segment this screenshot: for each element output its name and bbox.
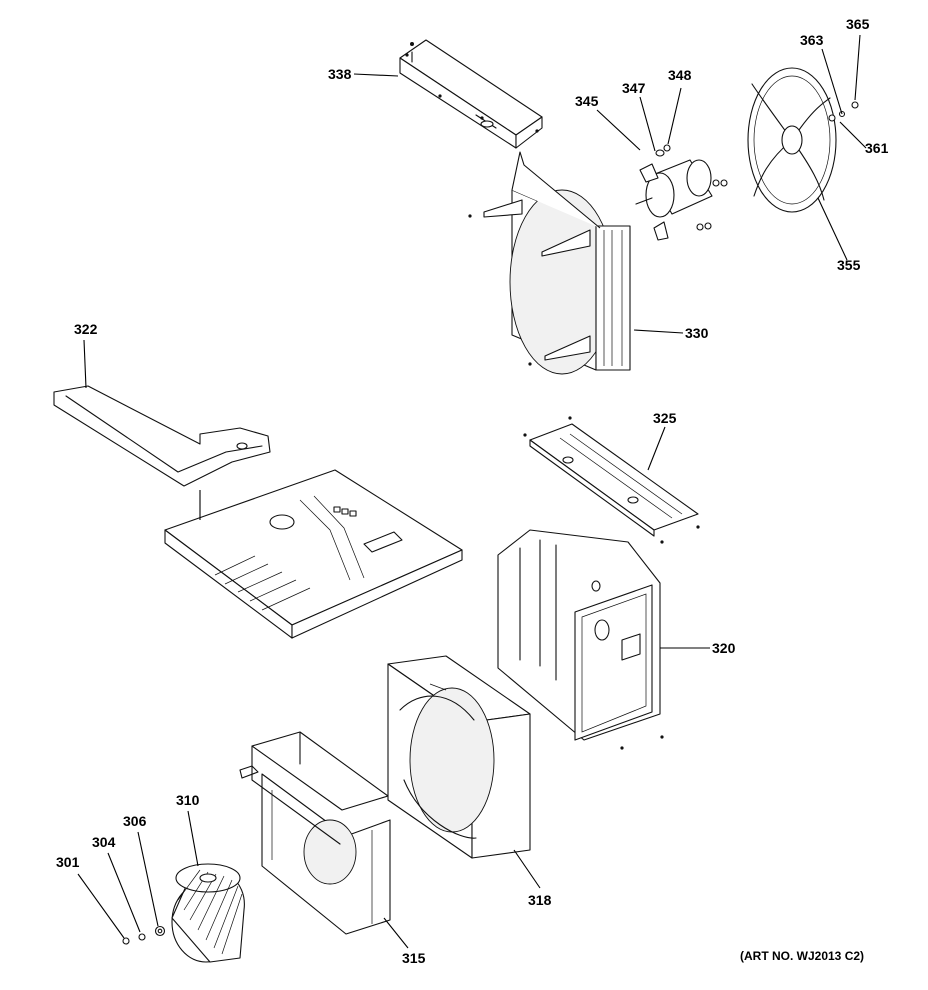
label-301: 301 [56,854,80,870]
part-355-fan [747,67,859,213]
label-338: 338 [328,66,352,82]
label-361: 361 [865,140,889,156]
part-320-control-box [497,529,664,750]
label-315: 315 [402,950,426,966]
label-345: 345 [575,93,599,109]
label-365: 365 [846,16,870,32]
part-330-shroud [468,151,631,375]
label-322: 322 [74,321,98,337]
label-348: 348 [668,67,692,83]
part-322-rail [53,385,271,487]
part-310-wheel [171,863,245,963]
part-315-bracket [239,731,391,935]
label-310: 310 [176,792,200,808]
art-number: (ART NO. WJ2013 C2) [740,949,864,963]
part-338-bracket [399,39,543,149]
label-320: 320 [712,640,736,656]
label-306: 306 [123,813,147,829]
label-363: 363 [800,32,824,48]
part-345-motor [635,144,728,241]
label-330: 330 [685,325,709,341]
leader-lines [77,34,867,949]
label-347: 347 [622,80,646,96]
label-325: 325 [653,410,677,426]
label-318: 318 [528,892,552,908]
hardware-301-306 [122,925,166,945]
label-355: 355 [837,257,861,273]
base-pan [164,469,463,639]
part-318-scroll [387,655,531,859]
callout-labels: 338 322 345 347 348 363 365 361 355 330 … [56,16,889,966]
part-325-plate [523,416,700,544]
label-304: 304 [92,834,116,850]
